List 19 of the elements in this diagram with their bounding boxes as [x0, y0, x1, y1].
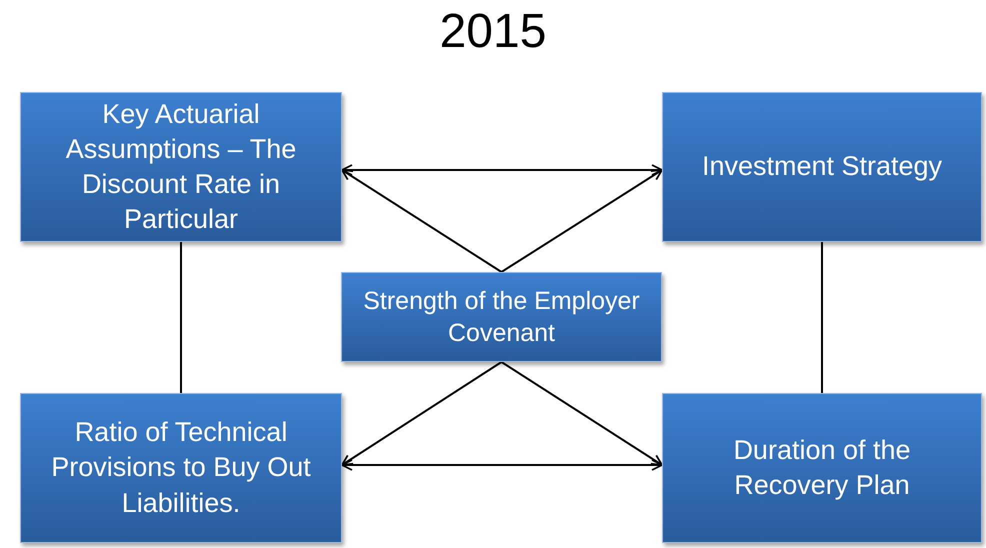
box-label: Investment Strategy	[702, 150, 942, 184]
arrow	[341, 459, 663, 471]
box-label: Ratio of Technical Provisions to Buy Out Liabilities.	[50, 416, 312, 520]
arrow	[500, 361, 663, 466]
process-box	[20, 393, 342, 543]
process-box	[341, 272, 662, 362]
arrow	[500, 169, 663, 273]
connector-line	[180, 242, 182, 393]
arrow	[341, 361, 502, 466]
box-label: Key Actuarial Assumptions – The Discount Rate in Particular	[64, 98, 298, 236]
arrow	[341, 164, 663, 176]
process-box	[20, 92, 342, 242]
arrow	[341, 169, 502, 273]
process-box	[662, 92, 982, 242]
process-box	[662, 393, 982, 543]
box-label: Duration of the Recovery Plan	[732, 434, 912, 502]
connector-line	[821, 242, 823, 393]
box-label: Strength of the Employer Covenant	[362, 286, 641, 349]
title: 2015	[440, 4, 546, 60]
